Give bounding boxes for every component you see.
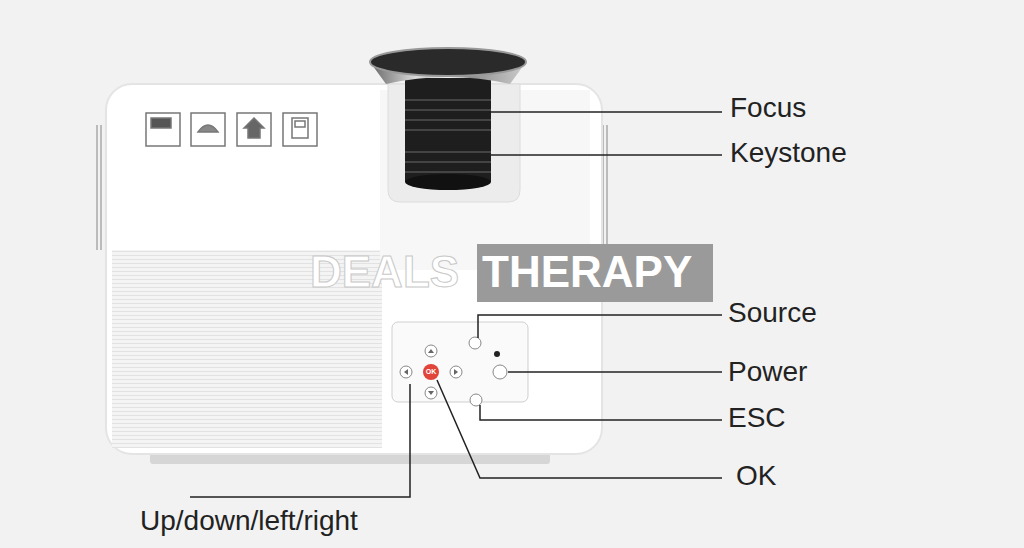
watermark: DEALS — [310, 246, 459, 298]
part-label: ESC — [728, 402, 786, 434]
part-label: Up/down/left/right — [140, 505, 358, 537]
part-label: Keystone — [730, 137, 847, 169]
watermark: THERAPY — [482, 246, 692, 298]
part-label: Focus — [730, 92, 806, 124]
button-text: OK — [426, 368, 437, 376]
part-label: OK — [736, 460, 776, 492]
part-label: Power — [728, 356, 807, 388]
part-label: Source — [728, 297, 817, 329]
